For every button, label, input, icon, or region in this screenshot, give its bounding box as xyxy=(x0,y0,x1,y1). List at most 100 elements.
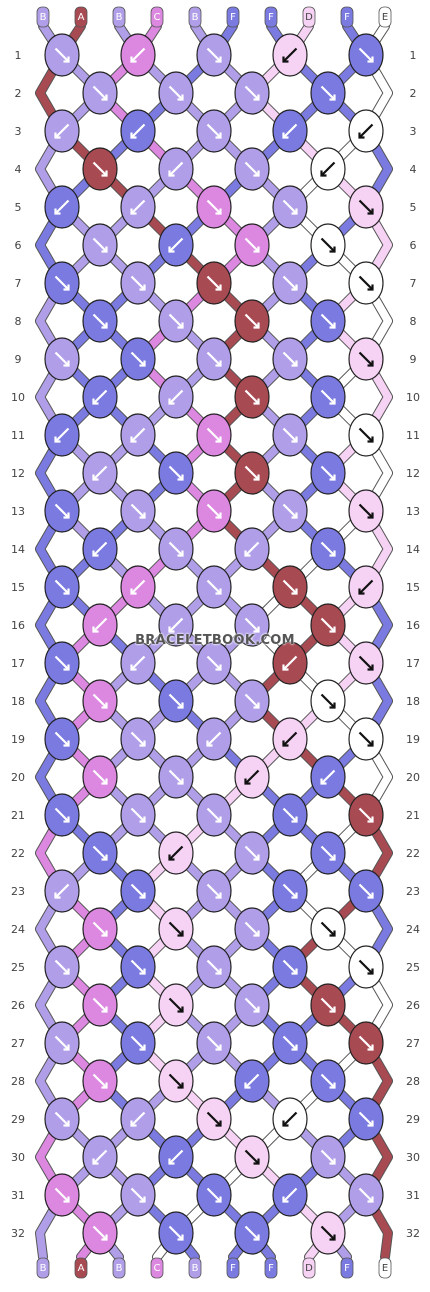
knot-arrowhead-icon xyxy=(130,1120,137,1127)
knot-arrowhead-icon xyxy=(215,816,222,823)
knot-arrow-icon xyxy=(282,655,298,671)
knot-arrowhead-icon xyxy=(168,626,175,633)
knot-arrowhead-icon xyxy=(101,702,108,709)
knot-arrow-icon xyxy=(244,1225,260,1241)
knot-arrow-icon xyxy=(168,997,184,1013)
knot-arrowhead-icon xyxy=(92,474,99,481)
knot-arrowhead-icon xyxy=(291,1044,298,1051)
row-number-right: 11 xyxy=(406,429,420,442)
knot-arrow-icon xyxy=(358,579,374,595)
knot-arrowhead-icon xyxy=(101,246,108,253)
knot-arrowhead-icon xyxy=(177,94,184,101)
knot-arrowhead-icon xyxy=(291,588,298,595)
row-number-left: 15 xyxy=(11,581,25,594)
knot-arrowhead-icon xyxy=(177,1082,184,1089)
knot-arrow-icon xyxy=(206,731,222,747)
knot-arrowhead-icon xyxy=(139,816,146,823)
string-tab xyxy=(264,6,278,28)
knot-arrowhead-icon xyxy=(168,246,175,253)
knot-arrow-icon xyxy=(244,1149,260,1165)
knot-arrowhead-icon xyxy=(215,664,222,671)
knot-arrow-icon xyxy=(358,883,374,899)
knot-arrowhead-icon xyxy=(177,930,184,937)
knot-arrow-icon xyxy=(244,769,260,785)
knot-arrowhead-icon xyxy=(291,892,298,899)
string-letter: B xyxy=(192,1263,199,1274)
knot-arrowhead-icon xyxy=(63,740,70,747)
knot-arrow-icon xyxy=(358,47,374,63)
knot-arrowhead-icon xyxy=(177,1234,184,1241)
knot-arrow-icon xyxy=(92,769,108,785)
knot-arrow-icon xyxy=(54,807,70,823)
knots xyxy=(44,33,384,1255)
row-number-left: 21 xyxy=(11,809,25,822)
knot-arrow-icon xyxy=(92,845,108,861)
knot-arrow-icon xyxy=(206,427,222,443)
string-tab xyxy=(264,1257,278,1279)
knot-arrowhead-icon xyxy=(244,1082,251,1089)
row-number-left: 28 xyxy=(11,1075,25,1088)
string-letter: F xyxy=(230,1263,236,1274)
knot-arrowhead-icon xyxy=(63,1120,70,1127)
knot-arrow-icon xyxy=(282,1111,298,1127)
knot-arrowhead-icon xyxy=(101,930,108,937)
knot-arrowhead-icon xyxy=(367,1044,374,1051)
knot-arrow-icon xyxy=(54,1111,70,1127)
knot-arrow-icon xyxy=(130,47,146,63)
knot-arrow-icon xyxy=(358,807,374,823)
knot-arrow-icon xyxy=(244,161,260,177)
string-tab xyxy=(36,1257,50,1279)
knot-arrowhead-icon xyxy=(367,816,374,823)
string-tab xyxy=(150,1257,164,1279)
knot-arrowhead-icon xyxy=(253,322,260,329)
knot-arrow-icon xyxy=(92,617,108,633)
knot-arrow-icon xyxy=(92,1149,108,1165)
knot-arrowhead-icon xyxy=(168,170,175,177)
knot-arrow-icon xyxy=(206,47,222,63)
row-number-left: 3 xyxy=(15,125,22,138)
knot-arrowhead-icon xyxy=(253,854,260,861)
knot-arrow-icon xyxy=(130,731,146,747)
knot-arrow-icon xyxy=(206,1187,222,1203)
string-letter: E xyxy=(382,12,388,23)
knot-arrow-icon xyxy=(130,1111,146,1127)
knot-arrow-icon xyxy=(92,997,108,1013)
row-number-right: 16 xyxy=(406,619,420,632)
knot-arrowhead-icon xyxy=(367,360,374,367)
knot-arrow-icon xyxy=(92,465,108,481)
knot-arrowhead-icon xyxy=(282,1120,289,1127)
row-number-right: 20 xyxy=(406,771,420,784)
row-number-left: 12 xyxy=(11,467,25,480)
row-number-right: 24 xyxy=(406,923,420,936)
knot-arrow-icon xyxy=(320,1149,336,1165)
knot-arrow-icon xyxy=(320,389,336,405)
row-number-left: 31 xyxy=(11,1189,25,1202)
knot-arrow-icon xyxy=(358,123,374,139)
knot-arrowhead-icon xyxy=(139,512,146,519)
row-number-right: 29 xyxy=(406,1113,420,1126)
thread xyxy=(36,22,370,1261)
knot-arrow-icon xyxy=(282,579,298,595)
knot-arrow-icon xyxy=(130,807,146,823)
thread xyxy=(36,22,392,1261)
knot-arrowhead-icon xyxy=(367,1196,374,1203)
knot-arrow-icon xyxy=(168,617,184,633)
knot-arrowhead-icon xyxy=(291,284,298,291)
knot-arrow-icon xyxy=(320,237,336,253)
row-number-right: 32 xyxy=(406,1227,420,1240)
string-letter: D xyxy=(305,12,313,23)
thread xyxy=(36,22,294,1261)
knot-arrow-icon xyxy=(54,351,70,367)
knot-arrow-icon xyxy=(244,465,260,481)
knot-arrowhead-icon xyxy=(367,968,374,975)
string-letter: F xyxy=(344,1263,350,1274)
knot-arrowhead-icon xyxy=(367,208,374,215)
thread xyxy=(36,22,370,1261)
knot-arrow-icon xyxy=(54,123,70,139)
knot-arrow-icon xyxy=(206,1111,222,1127)
string-letter: B xyxy=(116,1263,123,1274)
knot-arrowhead-icon xyxy=(329,474,336,481)
knot-arrow-icon xyxy=(244,389,260,405)
knot-arrow-icon xyxy=(130,351,146,367)
